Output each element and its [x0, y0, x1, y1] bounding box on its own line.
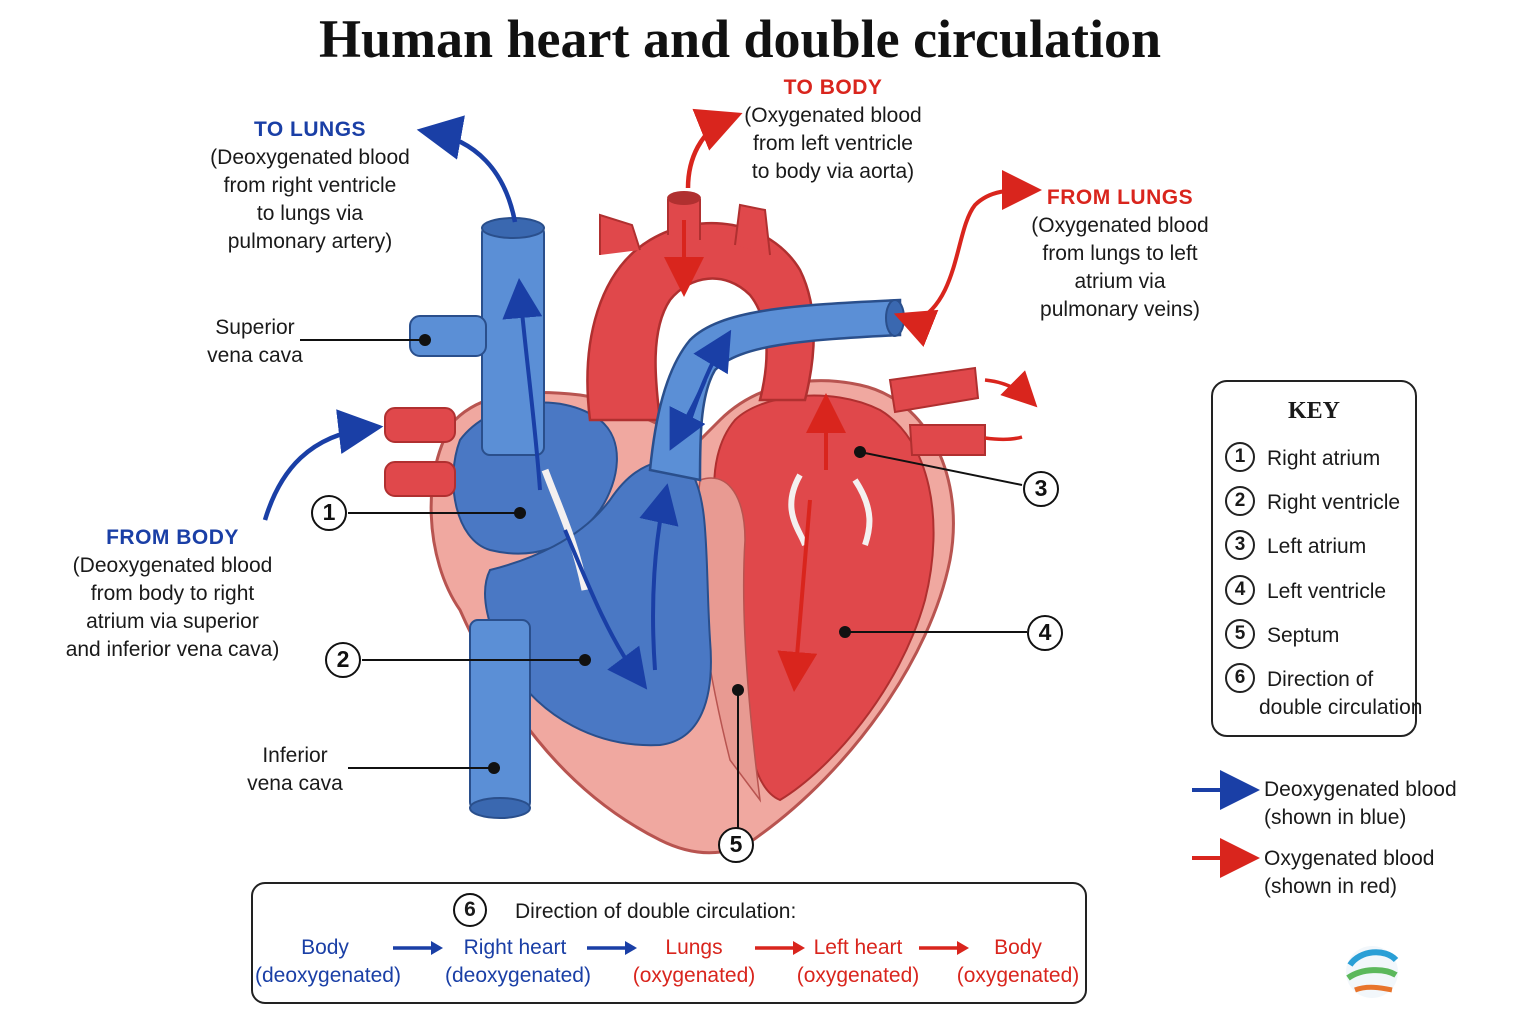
- to-lungs-line: from right ventricle: [223, 174, 397, 197]
- flow-step-name: Right heart: [463, 936, 567, 959]
- label-line: vena cava: [247, 772, 343, 795]
- key-text: Direction of: [1267, 668, 1374, 691]
- key-panel: KEY 1 Right atrium 2 Right ventricle 3 L…: [1211, 380, 1422, 737]
- from-lungs-line: pulmonary veins): [1040, 298, 1200, 321]
- flow-step: Body (deoxygenated): [255, 934, 401, 990]
- flow-arrow-icon: [587, 941, 637, 955]
- to-body-arrow: [685, 108, 743, 189]
- flow-step: Body (oxygenated): [953, 934, 1083, 990]
- from-body-line: atrium via superior: [86, 610, 259, 633]
- circulation-flow-box: 6 Direction of double circulation: Body …: [251, 882, 1087, 1004]
- from-lungs-annotation: FROM LUNGS (Oxygenated blood from lungs …: [1010, 184, 1230, 324]
- legend-text: (shown in red): [1264, 875, 1398, 898]
- flow-step-name: Lungs: [665, 936, 723, 959]
- label-line: vena cava: [207, 344, 303, 367]
- callout-2: 2: [325, 642, 361, 678]
- flow-title: Direction of double circulation:: [515, 900, 797, 923]
- legend-text: Deoxygenated blood: [1264, 778, 1457, 801]
- from-lungs-line: atrium via: [1074, 270, 1166, 293]
- flow-number: 6: [453, 893, 487, 927]
- flow-step: Left heart (oxygenated): [793, 934, 923, 990]
- flow-step-state: (deoxygenated): [255, 964, 401, 987]
- flow-step-state: (oxygenated): [632, 964, 756, 987]
- from-body-arrow: [262, 409, 384, 521]
- to-lungs-line: to lungs via: [256, 202, 364, 225]
- label-line: Superior: [215, 316, 295, 339]
- page-title: Human heart and double circulation: [318, 9, 1162, 69]
- key-text: Left ventricle: [1267, 580, 1387, 603]
- from-body-annotation: FROM BODY (Deoxygenated blood from body …: [55, 524, 290, 664]
- to-body-line: from left ventricle: [753, 132, 913, 155]
- to-body-line: to body via aorta): [751, 160, 915, 183]
- legend-oxygenated: Oxygenated blood (shown in red): [1264, 845, 1434, 901]
- from-lungs-line: from lungs to left: [1042, 242, 1198, 265]
- key-number: 4: [1225, 575, 1255, 605]
- flow-step-name: Body: [994, 936, 1042, 959]
- to-body-line: (Oxygenated blood: [744, 104, 922, 127]
- flow-step-name: Left heart: [813, 936, 903, 959]
- from-body-line: from body to right: [90, 582, 255, 605]
- superior-vena-cava-label: Superior vena cava: [190, 314, 320, 370]
- to-body-annotation: TO BODY (Oxygenated blood from left vent…: [723, 74, 943, 186]
- to-lungs-line: (Deoxygenated blood: [210, 146, 410, 169]
- from-lungs-head: FROM LUNGS: [1046, 186, 1194, 209]
- key-text: Left atrium: [1267, 535, 1367, 558]
- flow-step: Lungs (oxygenated): [629, 934, 759, 990]
- flow-step-state: (deoxygenated): [445, 964, 591, 987]
- from-body-head: FROM BODY: [106, 526, 239, 549]
- callout-1: 1: [311, 495, 347, 531]
- legend-deoxygenated: Deoxygenated blood (shown in blue): [1264, 776, 1457, 832]
- to-body-head: TO BODY: [783, 76, 883, 99]
- key-number: 6: [1225, 663, 1255, 693]
- key-text: Septum: [1267, 624, 1340, 647]
- from-lungs-line: (Oxygenated blood: [1031, 214, 1209, 237]
- key-number: 5: [1225, 619, 1255, 649]
- legend-text: Oxygenated blood: [1264, 847, 1435, 870]
- callout-3: 3: [1023, 471, 1059, 507]
- key-number: 2: [1225, 486, 1255, 516]
- inferior-vena-cava: [469, 619, 531, 811]
- legend-text: (shown in blue): [1264, 806, 1407, 829]
- label-line: Inferior: [262, 744, 328, 767]
- flow-step-state: (oxygenated): [796, 964, 920, 987]
- flow-step-name: Body: [301, 936, 349, 959]
- flow-step: Right heart (deoxygenated): [445, 934, 591, 990]
- from-lungs-arrow: [914, 170, 1042, 324]
- to-lungs-arrow: [416, 115, 518, 223]
- flow-arrow-icon: [755, 941, 805, 955]
- from-body-line: (Deoxygenated blood: [72, 554, 273, 577]
- callout-5: 5: [718, 827, 754, 863]
- flow-arrow-icon: [393, 941, 443, 955]
- inferior-vena-cava-label: Inferior vena cava: [230, 742, 360, 798]
- key-number: 1: [1225, 442, 1255, 472]
- flow-arrow-icon: [919, 941, 969, 955]
- key-text: Right ventricle: [1267, 491, 1401, 514]
- to-lungs-head: TO LUNGS: [253, 118, 367, 141]
- to-lungs-annotation: TO LUNGS (Deoxygenated blood from right …: [200, 116, 420, 256]
- to-lungs-line: pulmonary artery): [227, 230, 393, 253]
- key-text: Right atrium: [1267, 447, 1381, 470]
- flow-step-state: (oxygenated): [956, 964, 1080, 987]
- key-number: 3: [1225, 530, 1255, 560]
- key-title: KEY: [1287, 398, 1340, 424]
- key-text: double circulation: [1259, 696, 1423, 719]
- logo-icon: [1346, 946, 1399, 998]
- callout-4: 4: [1027, 615, 1063, 651]
- from-body-line: and inferior vena cava): [65, 638, 280, 661]
